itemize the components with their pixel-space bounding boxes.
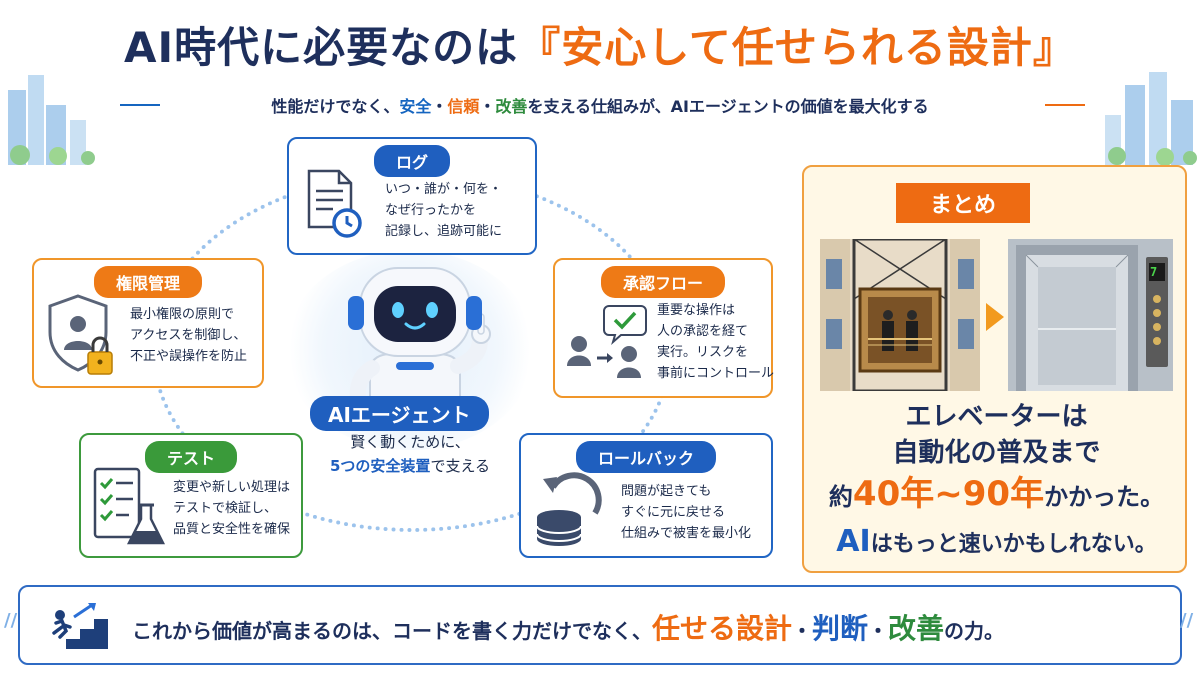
city-skyline-left-illustration: [8, 75, 95, 165]
card-log: ログ いつ・誰が・何を・ なぜ行ったかを 記録し、追跡可能に: [287, 137, 537, 255]
banner-text: これから価値が高まるのは、コードを書く力だけでなく、任せる設計・判断・改善の力。: [132, 607, 1004, 647]
card-permission-label: 権限管理: [93, 266, 203, 298]
card-rollback-line: すぐに元に戻せる: [621, 505, 726, 520]
subtitle-improve: 改善: [495, 97, 528, 116]
card-log-label: ログ: [373, 145, 451, 177]
old-elevator-illustration: [820, 239, 980, 391]
city-skyline-right-illustration: [1105, 72, 1197, 165]
summary-line3-post: かかった。: [1044, 483, 1165, 511]
title-part1: AI時代に必要なのは: [124, 23, 519, 72]
summary-line2: 自動化の普及まで: [892, 438, 1101, 468]
card-test: テスト 変更や新しい処理は テストで検証し、 品質と安全性を確保: [79, 433, 303, 558]
database-undo-icon: [536, 472, 602, 546]
card-rollback-line: 仕組みで被害を最小化: [621, 526, 752, 541]
card-approval-line: 人の承認を経て: [657, 324, 749, 339]
agent-line1: 賢く動くために、: [350, 433, 470, 451]
card-approval-text: 重要な操作は 人の承認を経て 実行。リスクを 事前にコントロール: [657, 300, 774, 384]
banner-word1: 任せる設計: [652, 612, 793, 645]
summary-heading: まとめ: [896, 183, 1031, 223]
summary-line4: AIはもっと速いかもしれない。: [804, 520, 1189, 567]
robot-icon: [348, 267, 491, 410]
card-permission-line: アクセスを制御し、: [130, 328, 247, 343]
card-permission: 権限管理 最小権限の原則で アクセスを制御し、 不正や誤操作を防止: [32, 258, 264, 388]
banner-post: の力。: [944, 619, 1005, 643]
subtitle-post: を支える仕組みが、AIエージェントの価値を最大化する: [527, 97, 929, 116]
shield-lock-icon: [48, 294, 113, 375]
agent-highlight: 5つの安全装置: [329, 457, 431, 475]
card-approval-line: 実行。リスクを: [657, 345, 749, 360]
card-approval-line: 重要な操作は: [657, 303, 736, 318]
card-log-line: なぜ行ったかを: [385, 203, 477, 218]
card-approval: 承認フロー 重要な操作は 人の承認を経て 実行。リスクを 事前にコントロール: [553, 258, 774, 398]
modern-elevator-illustration: [1008, 239, 1173, 391]
page-subtitle: 性能だけでなく、安全・信頼・改善を支える仕組みが、AIエージェントの価値を最大化…: [0, 93, 1200, 117]
summary-panel: まとめ 7: [802, 165, 1187, 573]
summary-tilde: ~: [934, 474, 963, 514]
card-rollback-label: ロールバック: [575, 441, 717, 473]
title-part2: 『安心して任せられる設計』: [518, 23, 1076, 72]
card-permission-line: 最小権限の原則で: [130, 307, 235, 322]
banner-sep1: ・: [792, 619, 813, 643]
floor-display: 7: [1150, 265, 1158, 279]
agent-line2: 5つの安全装置で支える: [300, 454, 520, 478]
subtitle-left-rule: [120, 104, 160, 106]
summary-line3: 約40年~90年かかった。: [804, 471, 1189, 520]
agent-description: 賢く動くために、 5つの安全装置で支える: [300, 430, 520, 478]
banner-decoration-left: //: [4, 610, 18, 631]
page-title: AI時代に必要なのは『安心して任せられる設計』: [0, 14, 1200, 75]
card-test-line: 変更や新しい処理は: [173, 480, 291, 495]
card-rollback-line: 問題が起きても: [621, 484, 712, 499]
card-rollback: ロールバック 問題が起きても すぐに元に戻せる 仕組みで被害を最小化: [519, 433, 773, 558]
summary-ai: AI: [836, 524, 871, 559]
subtitle-right-rule: [1045, 104, 1085, 106]
card-log-line: 記録し、追跡可能に: [385, 224, 503, 239]
card-permission-line: 不正や誤操作を防止: [130, 349, 248, 364]
card-log-line: いつ・誰が・何を・: [385, 182, 503, 197]
banner-word3: 改善: [888, 612, 945, 645]
summary-num1: 40年: [852, 474, 935, 514]
agent-line2-post: で支える: [430, 457, 490, 475]
banner-pre: これから価値が高まるのは、コードを書く力だけでなく、: [132, 619, 652, 643]
card-permission-text: 最小権限の原則で アクセスを制御し、 不正や誤操作を防止: [130, 304, 247, 367]
summary-line4-post: はもっと速いかもしれない。: [870, 532, 1157, 557]
agent-label: AIエージェント: [310, 396, 489, 431]
subtitle-trust: 信頼: [447, 97, 480, 116]
subtitle-sep2: ・: [479, 97, 496, 116]
bottom-banner: これから価値が高まるのは、コードを書く力だけでなく、任せる設計・判断・改善の力。: [18, 585, 1182, 665]
banner-word2: 判断: [812, 612, 869, 645]
summary-line3-pre: 約: [828, 483, 853, 511]
summary-num2: 90年: [962, 474, 1045, 514]
subtitle-pre: 性能だけでなく、: [271, 97, 400, 116]
card-approval-label: 承認フロー: [600, 266, 726, 298]
card-approval-line: 事前にコントロール: [657, 366, 775, 381]
card-test-line: テストで検証し、: [173, 501, 278, 516]
document-clock-icon: [307, 169, 362, 238]
summary-text: エレベーターは 自動化の普及まで 約40年~90年かかった。 AIはもっと速いか…: [804, 399, 1189, 567]
card-test-line: 品質と安全性を確保: [173, 522, 291, 537]
card-test-label: テスト: [144, 441, 238, 473]
banner-sep2: ・: [868, 619, 889, 643]
card-log-text: いつ・誰が・何を・ なぜ行ったかを 記録し、追跡可能に: [385, 179, 502, 242]
subtitle-safety: 安全: [399, 97, 432, 116]
subtitle-sep1: ・: [431, 97, 448, 116]
banner-decoration-right: //: [1180, 610, 1194, 631]
checklist-flask-icon: [93, 467, 166, 545]
approval-people-icon: [567, 305, 647, 378]
card-test-text: 変更や新しい処理は テストで検証し、 品質と安全性を確保: [173, 477, 290, 540]
summary-line1: エレベーターは: [905, 402, 1088, 432]
arrow-right-icon: [986, 303, 1004, 331]
card-rollback-text: 問題が起きても すぐに元に戻せる 仕組みで被害を最小化: [621, 481, 751, 544]
stairs-growth-icon: [52, 603, 108, 649]
